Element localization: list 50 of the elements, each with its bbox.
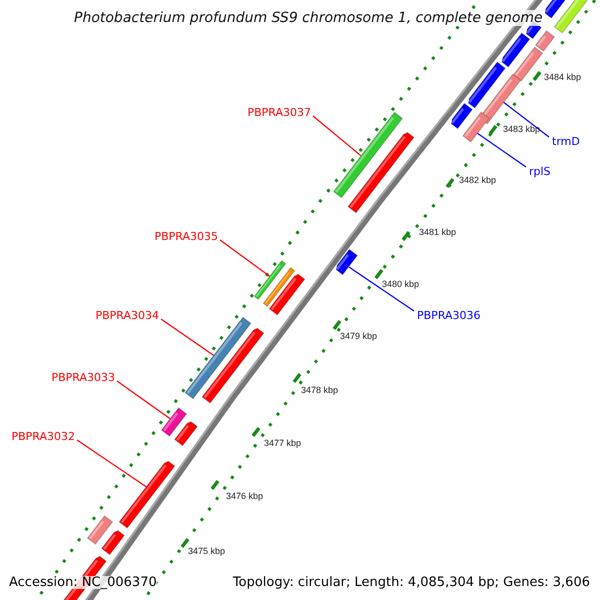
leader-line [76, 440, 147, 488]
gene-segment [268, 274, 306, 316]
gene-segment [450, 102, 473, 130]
gene-segment [535, 30, 555, 52]
leader-line [160, 318, 214, 356]
gene-segment [336, 248, 358, 276]
gene-label: PBPRA3034 [95, 310, 159, 321]
scale-label: 3483 kbp [503, 125, 540, 134]
gene-segment [86, 515, 114, 545]
scale-label: 3477 kbp [264, 439, 302, 448]
scale-label: 3482 kbp [459, 176, 496, 185]
map-title: Photobacterium profundum SS9 chromosome 1, complete genome [72, 10, 545, 26]
gene-label: PBPRA3032 [11, 431, 75, 442]
leader-line [312, 116, 362, 156]
leader-line [477, 132, 526, 168]
gene-label: trmD [552, 136, 580, 147]
scale-label: 3475 kbp [188, 547, 226, 556]
scale-label: 3480 kbp [382, 280, 420, 289]
accession-text: Accession: NC_006370 [9, 576, 157, 589]
gene-segment [174, 421, 198, 446]
gene-segment [118, 460, 176, 529]
gene-segment [254, 260, 286, 300]
gene-segment [184, 316, 252, 400]
gene-segment [468, 62, 506, 108]
genome-info-text: Topology: circular; Length: 4,085,304 bp; Genes: 3,606 [232, 576, 590, 589]
gene-segment [101, 530, 125, 556]
gene-segment [333, 112, 403, 198]
gene-segment [554, 0, 590, 34]
gene-segment [160, 407, 188, 437]
leader-line [503, 102, 550, 138]
scale-label: 3479 kbp [340, 332, 378, 341]
leader-line [348, 266, 414, 312]
gene-label: PBPRA3035 [154, 231, 218, 242]
gene-label: PBPRA3036 [417, 310, 481, 321]
scale-label: 3484 kbp [544, 73, 582, 82]
gene-segment [262, 267, 296, 307]
leader-line [220, 240, 270, 277]
gene-segment [202, 328, 264, 404]
gene-label: PBPRA3033 [51, 372, 115, 383]
scale-label: 3481 kbp [419, 228, 456, 237]
gene-label: PBPRA3037 [247, 107, 311, 118]
scale-label: 3476 kbp [226, 492, 264, 501]
gene-segment [502, 32, 530, 68]
gene-label: rplS [529, 166, 551, 177]
scale-label: 3478 kbp [301, 386, 338, 395]
gene-segment [348, 132, 414, 214]
gene-segment [462, 112, 490, 142]
gene-segment [512, 46, 544, 82]
leader-line [116, 380, 170, 420]
gene-segment [544, 0, 568, 19]
